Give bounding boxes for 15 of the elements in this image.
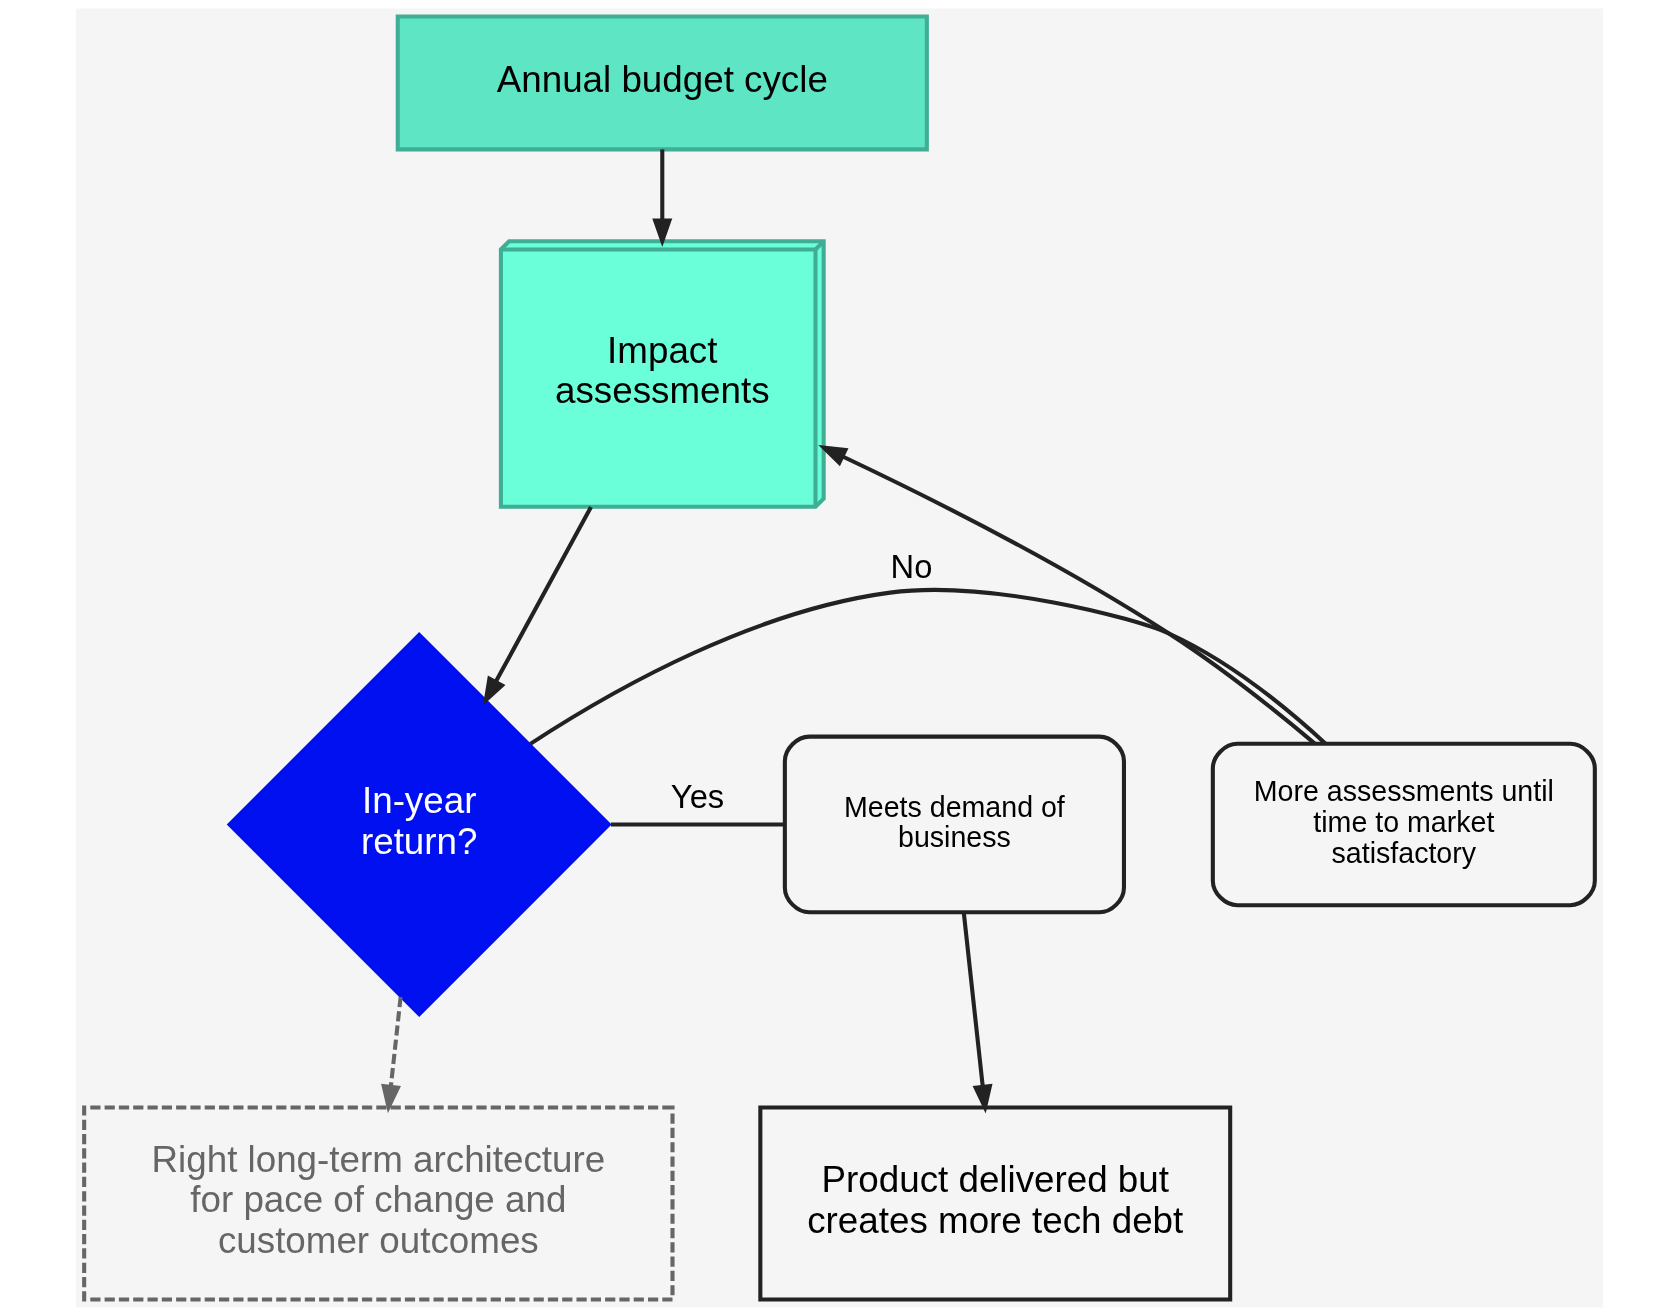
arrow (651, 149, 672, 248)
node-box: Meets demand of business (782, 734, 1126, 915)
connector (528, 588, 1327, 746)
edge-label: No (890, 547, 932, 585)
node-box: Product delivered but creates more tech debt (757, 1105, 1232, 1302)
arrow (961, 912, 993, 1114)
node-diamond: In-year return? (226, 632, 612, 1017)
arrow (380, 996, 403, 1114)
connector (610, 822, 784, 827)
node-box: Right long-term architecture for pace of change and customer outcomes (81, 1105, 675, 1302)
node-box: Annual budget cycle (395, 14, 929, 152)
arrow (482, 506, 593, 706)
node-box: More assessments until time to market satisfactory (1210, 741, 1597, 908)
edge-label: Yes (670, 777, 724, 815)
arrow (817, 445, 1316, 745)
